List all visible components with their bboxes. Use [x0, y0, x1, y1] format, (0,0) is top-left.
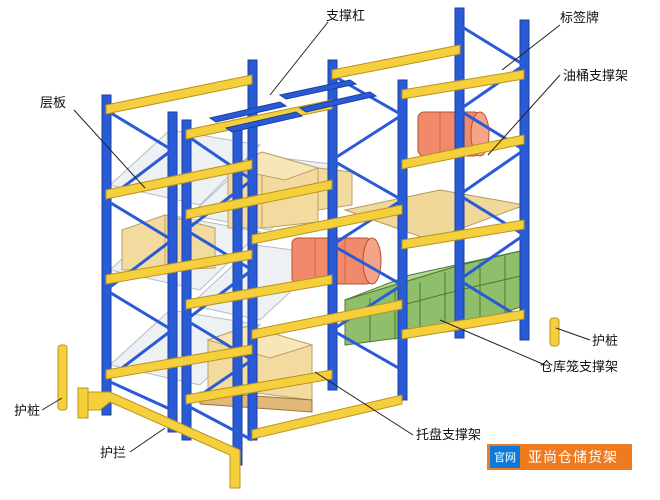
label-sign: 标签牌 [560, 10, 599, 26]
guard-post-left [57, 344, 68, 411]
brand-banner[interactable]: 官网 亚尚仓储货架 [487, 444, 632, 470]
label-pallet-support: 托盘支撑架 [416, 427, 481, 443]
label-guard-post-left: 护桩 [14, 404, 40, 419]
guard-post-right [549, 317, 560, 347]
brand-name: 亚尚仓储货架 [528, 450, 618, 466]
label-crossbar: 支撑杠 [326, 8, 365, 24]
beams [105, 44, 525, 440]
label-cage-support: 仓库笼支撑架 [540, 359, 618, 375]
label-shelf-panel: 层板 [40, 96, 66, 111]
leader-lines [41, 21, 591, 453]
guard-rail [77, 387, 241, 489]
crossbars [208, 79, 378, 133]
brand-tag: 官网 [490, 446, 520, 468]
label-guard-post-right: 护桩 [592, 334, 618, 349]
label-drum-support: 油桶支撑架 [563, 69, 628, 84]
label-guard-rail: 护拦 [100, 446, 126, 461]
